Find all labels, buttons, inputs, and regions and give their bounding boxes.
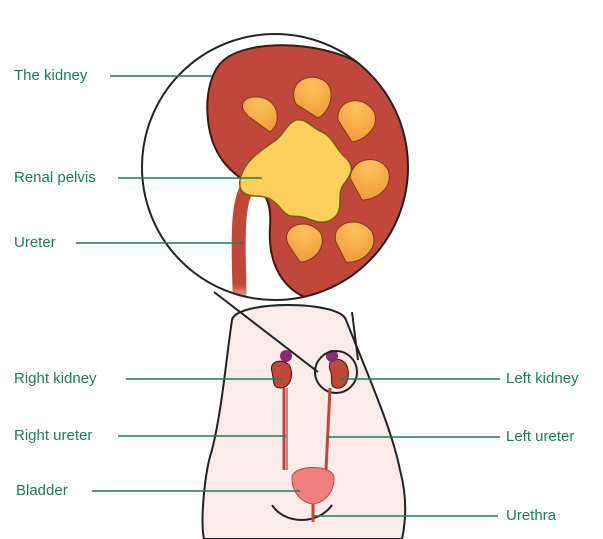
label-left-ureter: Left ureter xyxy=(506,428,574,446)
label-the-kidney: The kidney xyxy=(14,67,87,85)
right-adrenal-gland xyxy=(280,350,292,362)
label-left-kidney: Left kidney xyxy=(506,370,579,388)
label-right-kidney: Right kidney xyxy=(14,370,97,388)
label-ureter: Ureter xyxy=(14,234,56,252)
torso-outline xyxy=(203,305,406,539)
label-right-ureter: Right ureter xyxy=(14,427,92,445)
label-urethra: Urethra xyxy=(506,507,556,525)
label-bladder: Bladder xyxy=(16,482,68,500)
label-renal-pelvis: Renal pelvis xyxy=(14,169,96,187)
